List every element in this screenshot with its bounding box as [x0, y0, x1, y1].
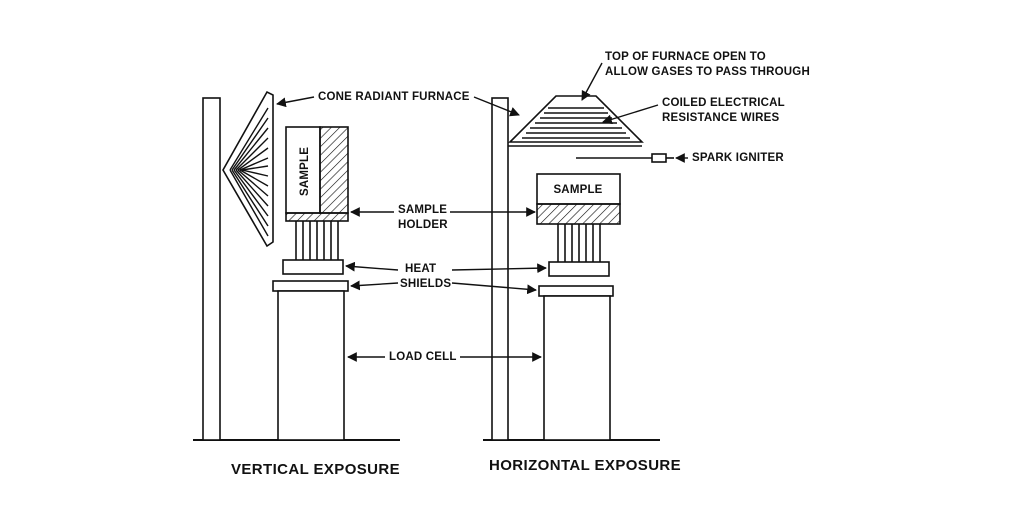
furnace-coils-vertical: [229, 107, 269, 237]
label-heat-shields-line1: HEAT: [405, 263, 436, 275]
sample-holder-horizontal: [536, 203, 621, 225]
label-load-cell: LOAD CELL: [389, 351, 457, 363]
label-coiled-line2: RESISTANCE WIRES: [662, 112, 779, 124]
load-cell-horizontal: [543, 295, 611, 441]
heat-shield-upper-horizontal: [548, 261, 610, 277]
label-sample-holder-line2: HOLDER: [398, 219, 448, 231]
label-coiled-line1: COILED ELECTRICAL: [662, 97, 785, 109]
cone-furnace-vertical: [222, 90, 274, 248]
sample-vertical: SAMPLE: [285, 126, 349, 214]
label-top-open-line2: ALLOW GASES TO PASS THROUGH: [605, 66, 810, 78]
sample-label-horizontal: SAMPLE: [553, 184, 602, 196]
label-heat-shields-line2: SHIELDS: [400, 278, 451, 290]
annotations: CONE RADIANT FURNACE TOP OF FURNACE OPEN…: [231, 51, 810, 478]
spark-igniter: [576, 153, 674, 163]
sample-label-vertical: SAMPLE: [299, 147, 311, 196]
label-sample-holder-line1: SAMPLE: [398, 204, 447, 216]
caption-horizontal-exposure: HORIZONTAL EXPOSURE: [489, 457, 681, 474]
label-cone-radiant-furnace: CONE RADIANT FURNACE: [318, 91, 470, 103]
sample-holder-base-vertical: [285, 212, 349, 222]
heat-shield-upper-vertical: [282, 259, 344, 275]
label-spark-igniter: SPARK IGNITER: [692, 152, 784, 164]
sample-holder-hatch-vertical: [319, 126, 349, 214]
support-post-vertical: [202, 97, 221, 441]
horizontal-exposure-apparatus: SAMPLE: [483, 95, 674, 441]
holder-rods-horizontal: [557, 224, 601, 262]
furnace-coils-horizontal: [522, 107, 630, 139]
cone-furnace-horizontal: [508, 95, 644, 147]
sample-box-horizontal: [536, 173, 621, 205]
vertical-exposure-apparatus: SAMPLE: [193, 90, 400, 441]
load-cell-vertical: [277, 290, 345, 441]
caption-vertical-exposure: VERTICAL EXPOSURE: [231, 461, 400, 478]
label-top-open-line1: TOP OF FURNACE OPEN TO: [605, 51, 766, 63]
holder-rods-vertical: [295, 221, 339, 260]
heat-shield-lower-horizontal: [538, 285, 614, 297]
heat-shield-lower-vertical: [272, 280, 349, 292]
